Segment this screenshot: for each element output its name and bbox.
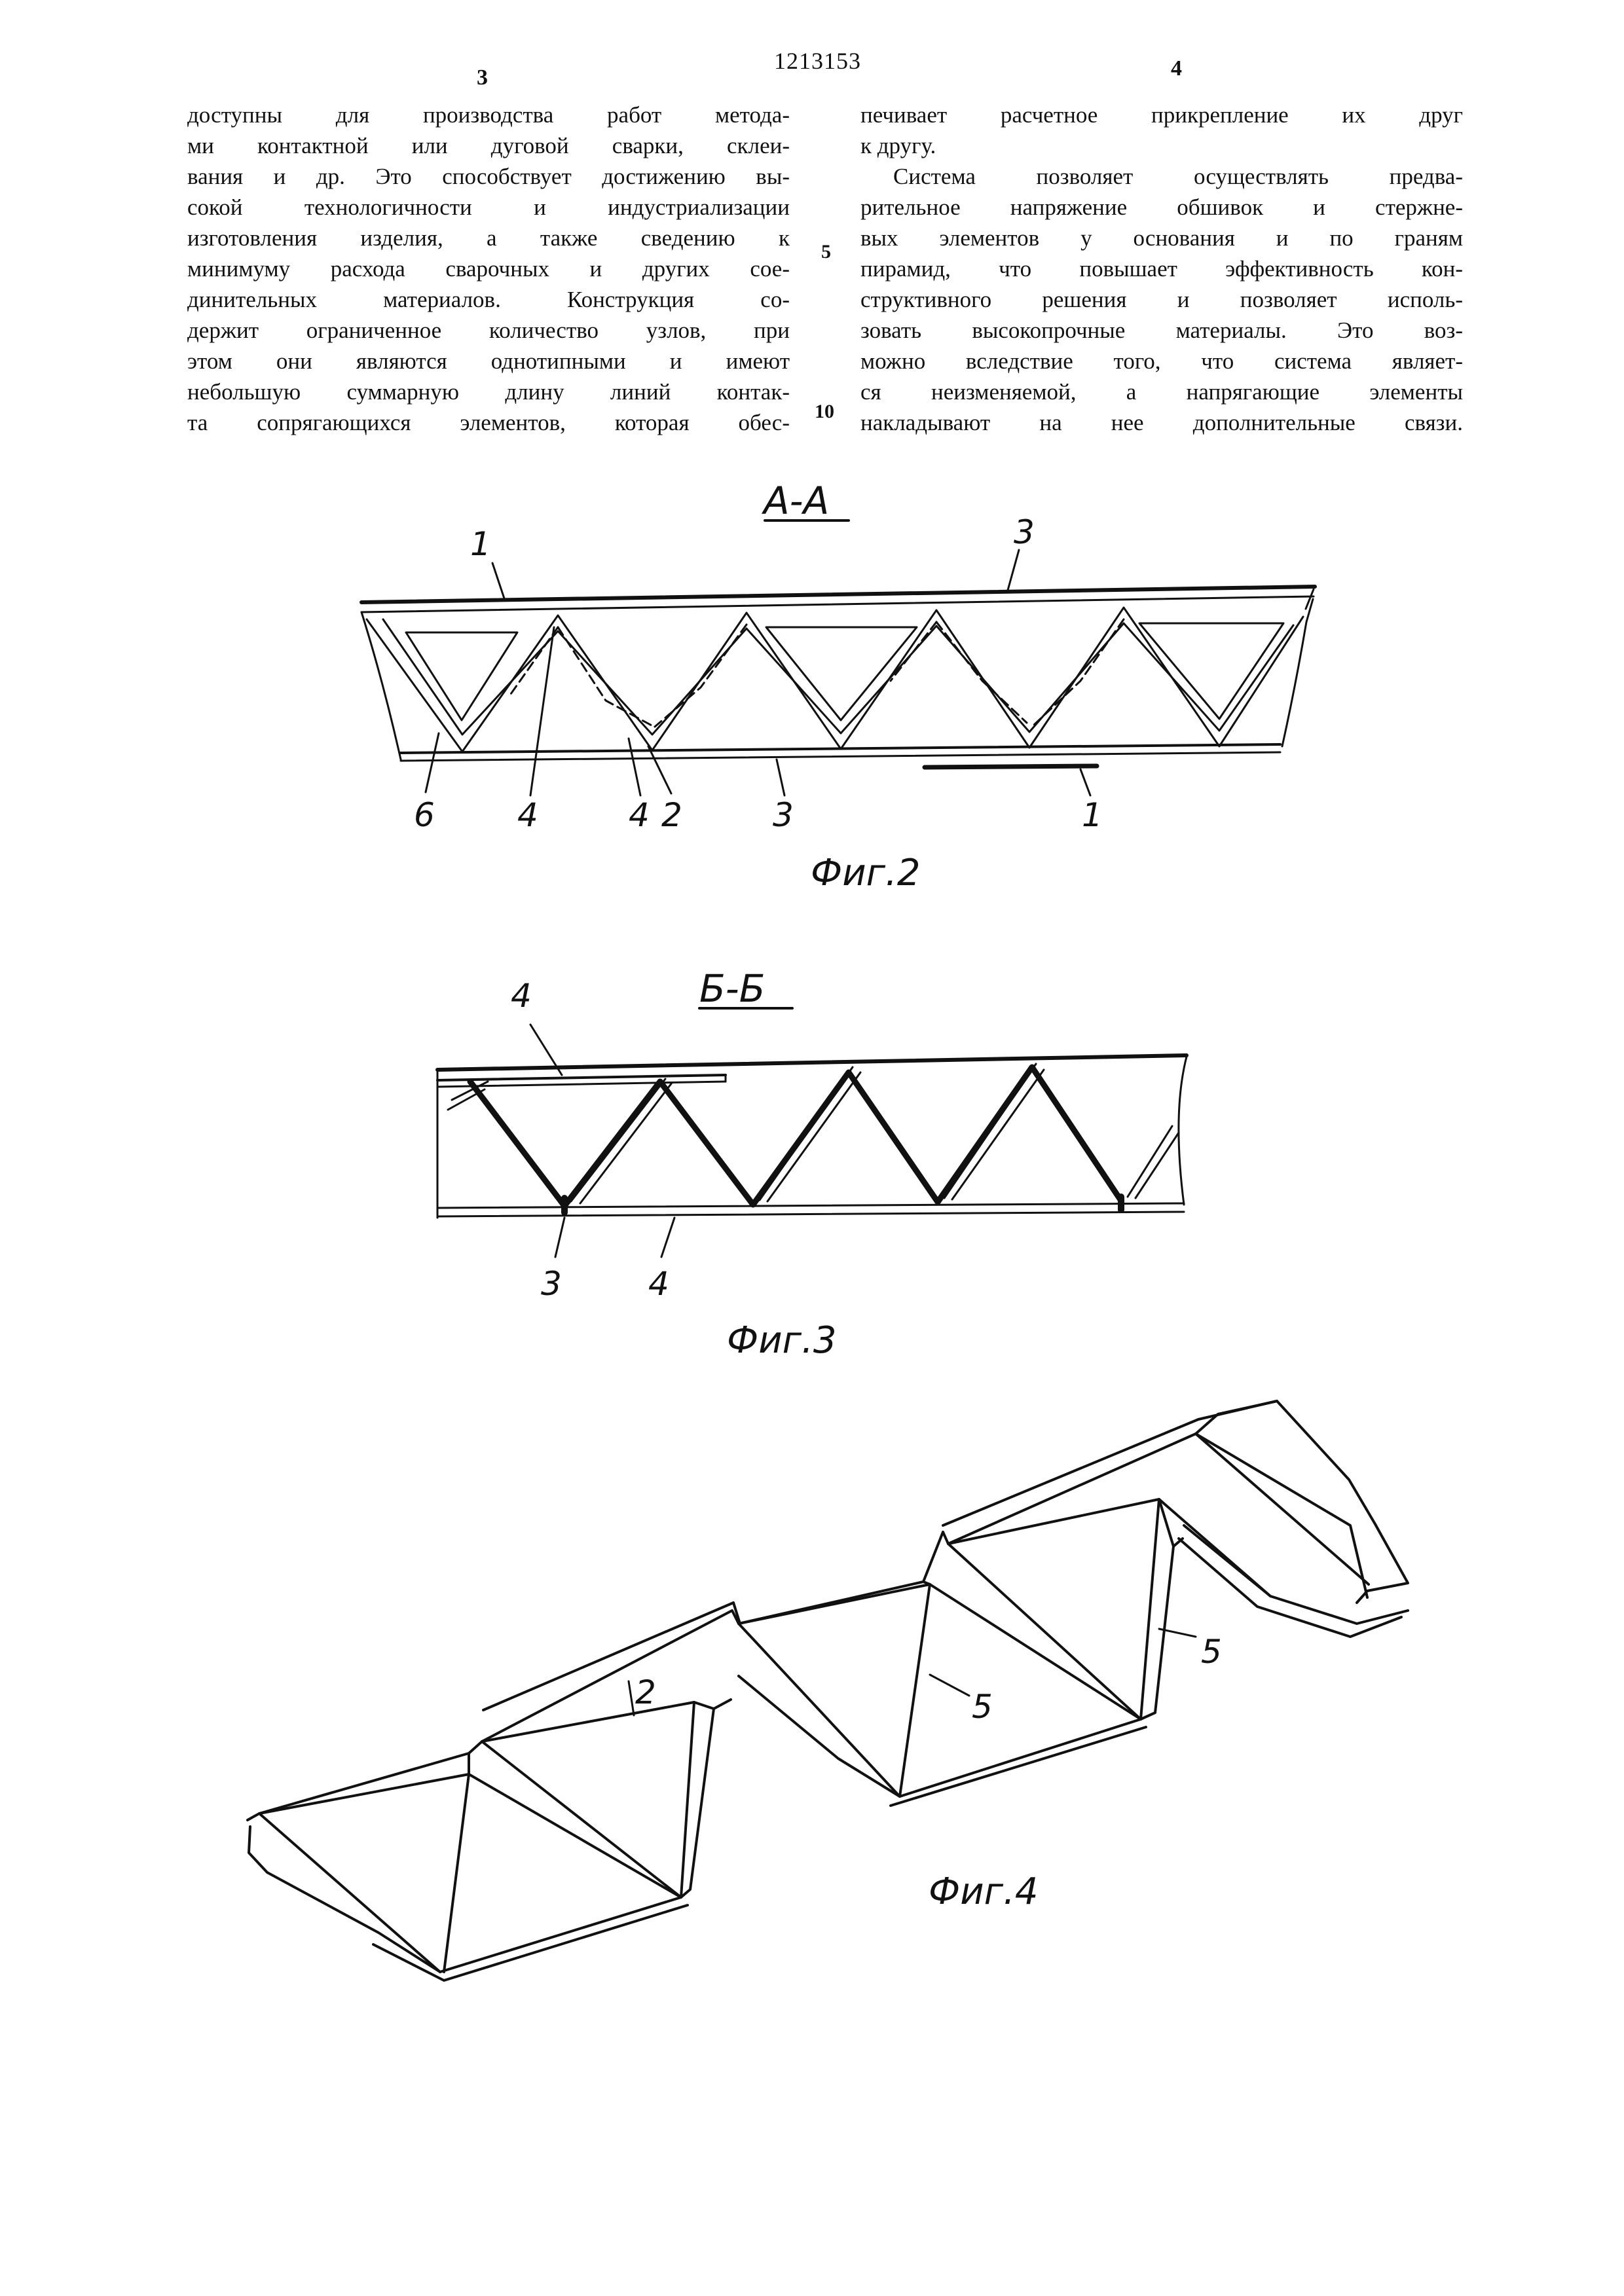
line-marker-10: 10: [815, 401, 834, 422]
callout-3: 3: [541, 1265, 562, 1303]
text-line: ми контактной или дуговой сварки, склеи-: [187, 133, 790, 158]
section-label-b-b: Б-Б: [699, 966, 766, 1011]
text-line: печивает расчетное прикрепление их друг: [860, 102, 1463, 128]
text-line: динительных материалов. Конструкция со-: [187, 287, 790, 312]
callout-1-bottom: 1: [1082, 796, 1103, 834]
text-line: к другу.: [860, 133, 936, 158]
text-line: вых элементов у основания и по граням: [860, 225, 1463, 251]
text-line: изготовления изделия, а также сведению к: [187, 225, 790, 251]
text-line: небольшую суммарную длину линий контак-: [187, 379, 790, 405]
callout-2: 2: [661, 796, 682, 834]
text-line: доступны для производства работ метода-: [187, 102, 790, 128]
section-label-a-a: А-А: [761, 479, 829, 523]
text-column-left: доступны для производства работ метода- …: [187, 100, 790, 438]
text-line: можно вследствие того, что система являе…: [860, 348, 1463, 374]
text-column-right: печивает расчетное прикрепление их друг …: [860, 100, 1463, 438]
callout-2-fig4: 2: [635, 1673, 656, 1711]
text-line: вания и др. Это способствует достижению …: [187, 164, 790, 189]
text-line: структивного решения и позволяет исполь-: [860, 287, 1463, 312]
text-line: минимуму расхода сварочных и других сое-: [187, 256, 790, 282]
text-line: держит ограниченное количество узлов, пр…: [187, 318, 790, 343]
callout-5b: 5: [1201, 1633, 1222, 1671]
text-line: Система позволяет осуществлять предва-: [893, 164, 1463, 189]
page-number-right: 4: [1171, 56, 1182, 81]
callout-6: 6: [414, 796, 435, 834]
callout-1-top: 1: [470, 525, 491, 563]
text-line: накладывают на нее дополнительные связи.: [860, 410, 1463, 435]
document-number: 1213153: [774, 48, 861, 74]
callout-4a: 4: [517, 796, 538, 834]
text-line: та сопрягающихся элементов, которая обес…: [187, 410, 790, 435]
callout-3-bottom: 3: [773, 796, 794, 834]
figure-4-caption: Фиг.4: [929, 1870, 1038, 1913]
callout-5a: 5: [972, 1688, 993, 1726]
page-number-left: 3: [477, 65, 488, 90]
figure-2-caption: Фиг.2: [811, 852, 920, 894]
text-line: сокой технологичности и индустриализации: [187, 194, 790, 220]
callout-4-top: 4: [511, 977, 532, 1015]
text-line: ся неизменяемой, а напрягающие элементы: [860, 379, 1463, 405]
callout-4-bottom: 4: [648, 1265, 669, 1303]
text-line: зовать высокопрочные материалы. Это воз-: [860, 318, 1463, 343]
text-line: пирамид, что повышает эффективность кон-: [860, 256, 1463, 282]
callout-4b: 4: [629, 796, 650, 834]
callout-3-top: 3: [1014, 513, 1035, 551]
line-marker-5: 5: [821, 241, 831, 263]
figure-3-caption: Фиг.3: [727, 1319, 836, 1362]
text-line: этом они являются однотипными и имеют: [187, 348, 790, 374]
text-line: рительное напряжение обшивок и стержне-: [860, 194, 1463, 220]
